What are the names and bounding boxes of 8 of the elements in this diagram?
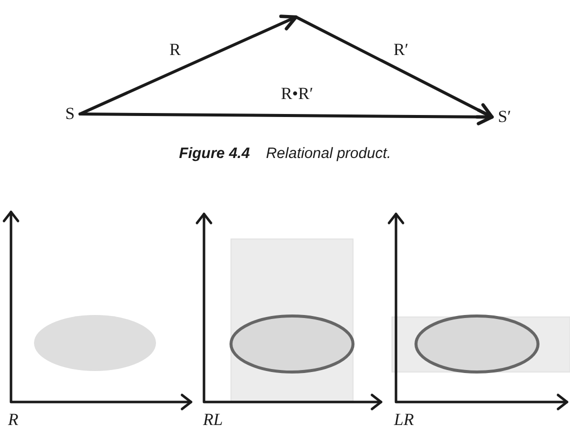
arrow: [78, 108, 494, 126]
arrow: [78, 14, 298, 116]
set-label: S′: [492, 106, 514, 128]
set-label: S: [60, 103, 80, 125]
panel-label: R: [8, 410, 18, 430]
panel-label: RL: [203, 410, 223, 430]
figure-caption: Figure 4.4 Relational product.: [178, 144, 392, 164]
panel-label: LR: [394, 410, 414, 430]
